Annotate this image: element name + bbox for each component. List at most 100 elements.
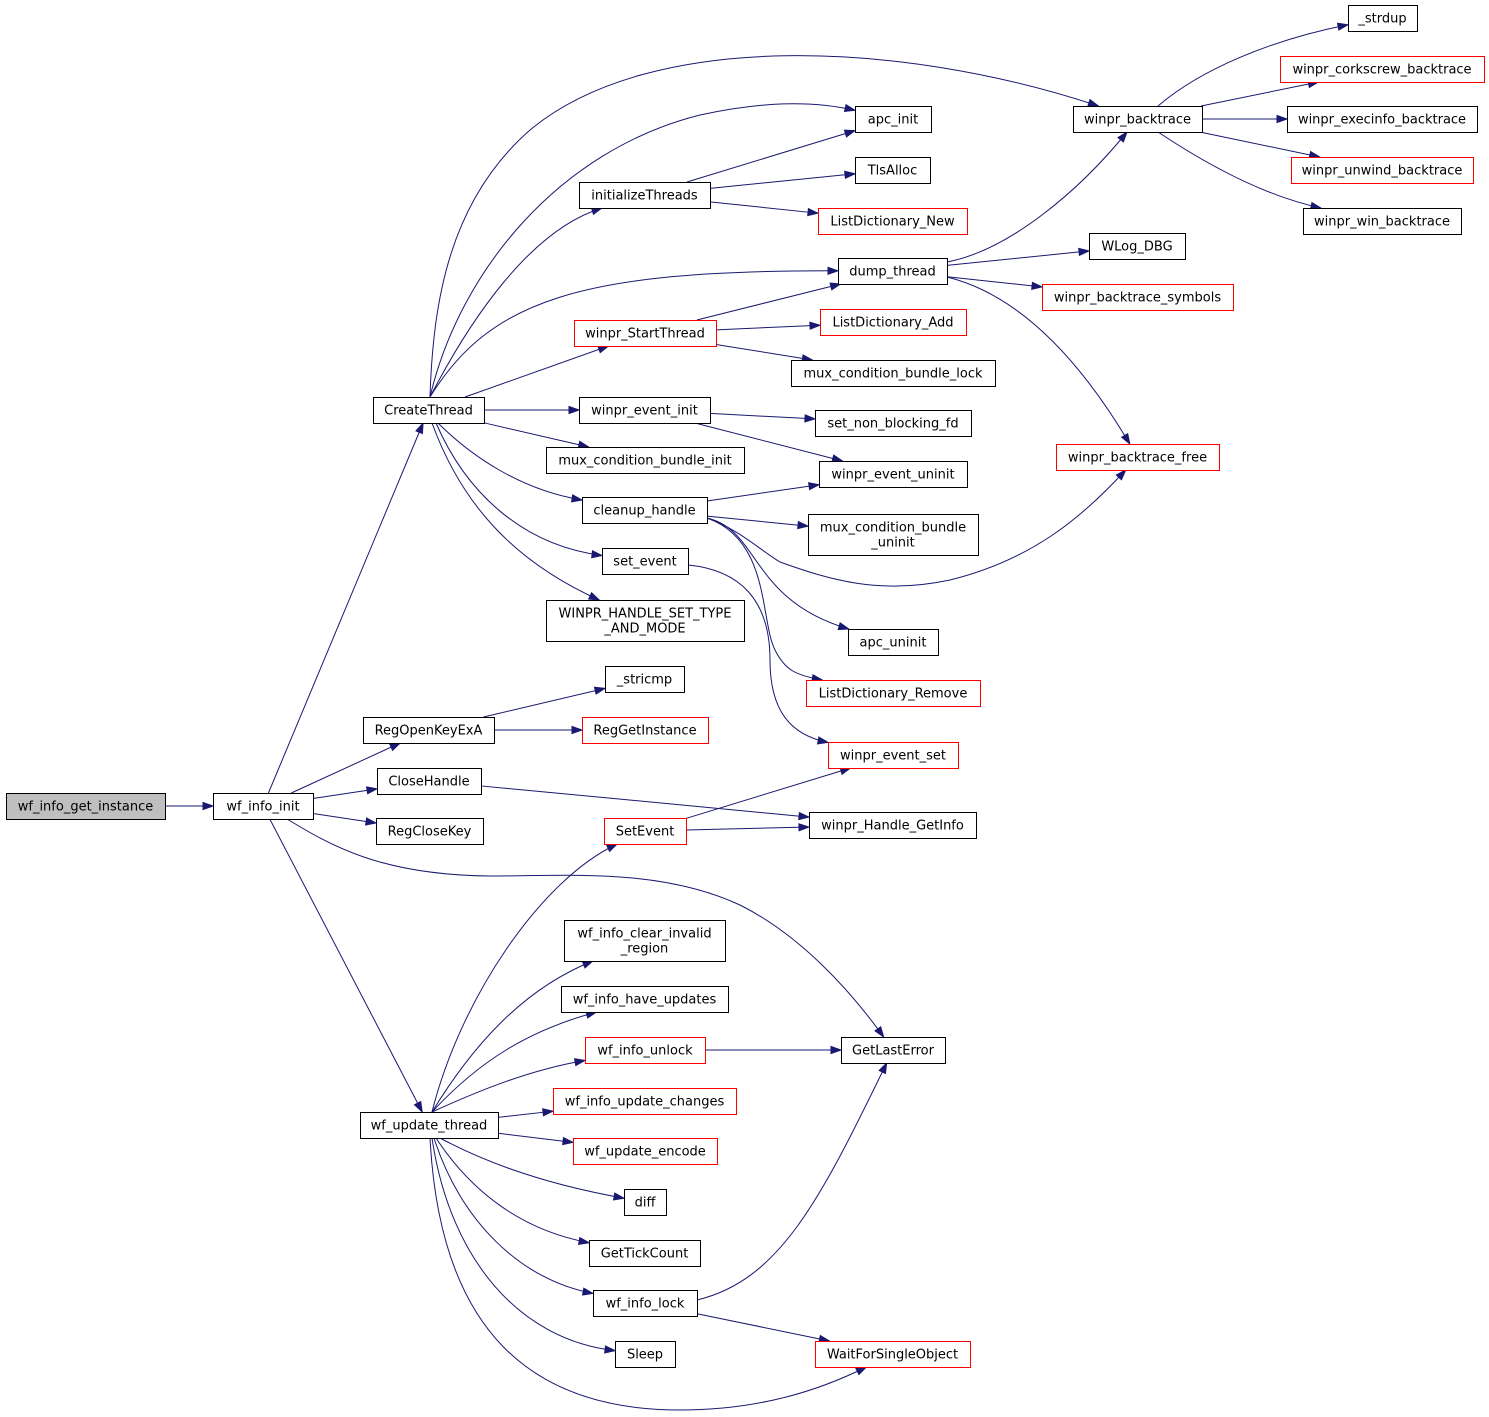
arrowhead-icon — [612, 1192, 626, 1201]
node-box — [1280, 56, 1485, 83]
node-regopenkeyexa[interactable]: RegOpenKeyExA — [363, 717, 495, 744]
node-dump-thread[interactable]: dump_thread — [838, 258, 948, 285]
node-label: _uninit — [870, 536, 915, 551]
node-tlsalloc[interactable]: TlsAlloc — [855, 157, 931, 184]
node-winpr-handle-getinfo[interactable]: winpr_Handle_GetInfo — [809, 812, 977, 839]
node-winpr-event-init[interactable]: winpr_event_init — [579, 397, 711, 424]
node-winpr-handle-set-type[interactable]: WINPR_HANDLE_SET_TYPE_AND_MODE — [546, 600, 745, 642]
node-label: apc_uninit — [860, 636, 927, 651]
node-closehandle[interactable]: CloseHandle — [377, 768, 482, 795]
node-wf-info-update-changes[interactable]: wf_info_update_changes — [553, 1088, 737, 1115]
node-sleep[interactable]: Sleep — [615, 1341, 676, 1368]
node--strdup[interactable]: _strdup — [1348, 5, 1418, 32]
arrowhead-icon — [605, 843, 619, 853]
node-reggetinstance[interactable]: RegGetInstance — [582, 717, 709, 744]
node-winpr-event-uninit[interactable]: winpr_event_uninit — [819, 461, 968, 488]
node-listdictionary-add[interactable]: ListDictionary_Add — [820, 309, 967, 336]
node-set-event[interactable]: set_event — [602, 548, 689, 575]
node-label: GetTickCount — [601, 1247, 689, 1262]
node-diff[interactable]: diff — [624, 1189, 667, 1216]
node-winpr-backtrace-symbols[interactable]: winpr_backtrace_symbols — [1042, 284, 1234, 311]
node--stricmp[interactable]: _stricmp — [605, 666, 685, 693]
node-box — [593, 1290, 698, 1317]
arrowhead-icon — [571, 725, 584, 735]
node-wf-info-get-instance[interactable]: wf_info_get_instance — [6, 793, 166, 820]
node-box — [604, 818, 687, 845]
node-label: _strdup — [1357, 12, 1406, 27]
node-getlasterror[interactable]: GetLastError — [841, 1037, 946, 1064]
node-cleanup-handle[interactable]: cleanup_handle — [582, 497, 708, 524]
node-winpr-event-set[interactable]: winpr_event_set — [828, 742, 959, 769]
arrowhead-icon — [1078, 247, 1091, 257]
node-box — [841, 1037, 946, 1064]
node-wf-info-lock[interactable]: wf_info_lock — [593, 1290, 698, 1317]
arrowhead-icon — [878, 1061, 888, 1075]
node-listdictionary-remove[interactable]: ListDictionary_Remove — [806, 680, 981, 707]
node-apc-init[interactable]: apc_init — [855, 106, 932, 133]
node-regclosekey[interactable]: RegCloseKey — [376, 818, 484, 845]
arrowhead-icon — [816, 736, 830, 745]
node-mux-condition-bundle-uninit[interactable]: mux_condition_bundle_uninit — [808, 514, 979, 556]
node-box — [1056, 444, 1220, 471]
node-set-non-blocking-fd[interactable]: set_non_blocking_fd — [815, 410, 972, 437]
edge-winpr_backtrace-to-winpr_execinfo_backtrace — [1202, 114, 1289, 124]
edge-wf_update_thread-to-wf_info_update_changes — [497, 1108, 555, 1118]
node-winpr-win-backtrace[interactable]: winpr_win_backtrace — [1303, 208, 1462, 235]
node-wf-update-encode[interactable]: wf_update_encode — [573, 1138, 718, 1165]
node-wf-info-init[interactable]: wf_info_init — [213, 793, 314, 820]
node-box — [546, 447, 745, 474]
arrowhead-icon — [573, 1058, 587, 1067]
node-wlog-dbg[interactable]: WLog_DBG — [1089, 233, 1186, 260]
node-label: winpr_corkscrew_backtrace — [1292, 63, 1471, 78]
edge-wf_info_get_instance-to-wf_info_init — [165, 801, 215, 811]
node-box — [582, 717, 709, 744]
node-label: _region — [620, 942, 669, 957]
edge-dump_thread-to-WLog_DBG — [946, 247, 1091, 266]
node-label: WLog_DBG — [1101, 240, 1172, 255]
node-waitforsingleobject[interactable]: WaitForSingleObject — [815, 1341, 971, 1368]
node-winpr-corkscrew-backtrace[interactable]: winpr_corkscrew_backtrace — [1280, 56, 1485, 83]
node-wf-info-unlock[interactable]: wf_info_unlock — [585, 1037, 706, 1064]
node-box — [1291, 157, 1474, 184]
node-wf-info-clear-invalid[interactable]: wf_info_clear_invalid_region — [564, 920, 726, 962]
arrowhead-icon — [365, 786, 379, 795]
edge-SetEvent-to-winpr_Handle_GetInfo — [685, 823, 811, 832]
edge-wf_update_thread-to-SetEvent — [431, 843, 619, 1113]
node-box — [360, 1112, 499, 1139]
node-wf-info-have-updates[interactable]: wf_info_have_updates — [561, 986, 729, 1013]
node-label: wf_info_get_instance — [18, 800, 154, 815]
node-label: winpr_win_backtrace — [1314, 215, 1450, 230]
node-wf-update-thread[interactable]: wf_update_thread — [360, 1112, 499, 1139]
node-setevent[interactable]: SetEvent — [604, 818, 687, 845]
node-createthread[interactable]: CreateThread — [373, 397, 485, 424]
node-box — [819, 461, 968, 488]
node-apc-uninit[interactable]: apc_uninit — [848, 629, 939, 656]
arrowhead-icon — [364, 817, 378, 826]
node-box — [848, 629, 939, 656]
node-winpr-execinfo-backtrace[interactable]: winpr_execinfo_backtrace — [1287, 106, 1478, 133]
node-initializethreads[interactable]: initializeThreads — [579, 182, 711, 209]
node-box — [1303, 208, 1462, 235]
node-label: wf_info_lock — [606, 1297, 685, 1312]
edge-wf_update_thread-to-wf_info_unlock — [431, 1058, 587, 1113]
edge-RegOpenKeyExA-to-_stricmp — [483, 686, 607, 718]
node-box — [585, 1037, 706, 1064]
node-label: wf_info_init — [226, 800, 299, 815]
node-winpr-backtrace-free[interactable]: winpr_backtrace_free — [1056, 444, 1220, 471]
edge-cleanup_handle-to-apc_uninit — [706, 517, 851, 631]
node-mux-condition-bundle-lock[interactable]: mux_condition_bundle_lock — [791, 360, 996, 387]
function-nodes: wf_info_get_instance wf_info_init CreateTh… — [6, 5, 1485, 1368]
node-winpr-unwind-backtrace[interactable]: winpr_unwind_backtrace — [1291, 157, 1474, 184]
node-box — [815, 410, 972, 437]
node-winpr-startthread[interactable]: winpr_StartThread — [574, 320, 717, 347]
node-listdictionary-new[interactable]: ListDictionary_New — [818, 208, 968, 235]
arrowhead-icon — [587, 591, 601, 601]
node-winpr-backtrace[interactable]: winpr_backtrace — [1073, 106, 1203, 133]
arrowhead-icon — [844, 170, 857, 180]
edge-set_event-to-winpr_event_set — [687, 564, 830, 745]
edge-cleanup_handle-to-winpr_event_uninit — [706, 482, 821, 502]
edge-wf_update_thread-to-wf_update_encode — [497, 1132, 575, 1146]
node-mux-condition-bundle-init[interactable]: mux_condition_bundle_init — [546, 447, 745, 474]
node-gettickcount[interactable]: GetTickCount — [589, 1240, 701, 1267]
arrowhead-icon — [874, 1026, 885, 1039]
